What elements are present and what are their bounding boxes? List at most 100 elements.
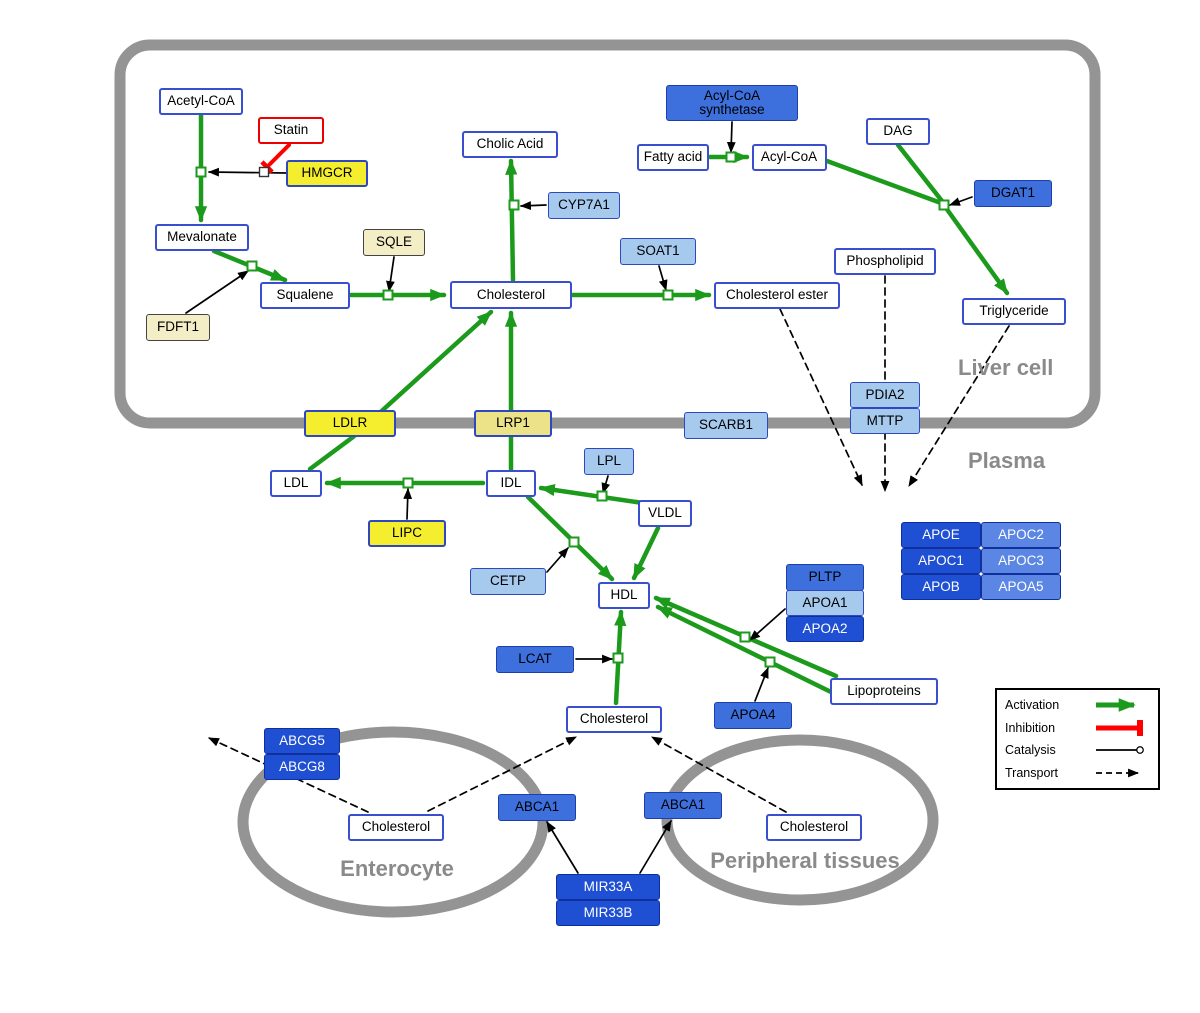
node-soat1[interactable]: SOAT1 (620, 237, 696, 265)
edge-vldl-to-hdl (631, 525, 661, 581)
edge-soat1-catalysis (658, 265, 668, 292)
reaction-node (739, 631, 751, 643)
legend-row-transport: Transport (1005, 765, 1150, 781)
node-lcat[interactable]: LCAT (496, 645, 574, 673)
reaction-node (382, 289, 394, 301)
edge-cholesterolester-to-plasma (779, 308, 863, 487)
reaction-node (195, 166, 207, 178)
reaction-node (612, 652, 624, 664)
legend-activation-label: Activation (1005, 698, 1060, 713)
edge-mir33-to-abca1-left (546, 821, 579, 874)
enterocyte-label: Enterocyte (340, 856, 454, 881)
reaction-node (938, 199, 950, 211)
node-phospholipid[interactable]: Phospholipid (834, 247, 936, 275)
node-apoc2[interactable]: APOC2 (981, 522, 1061, 548)
edge-lpl-catalysis (601, 475, 611, 495)
plasma-label: Plasma (968, 448, 1046, 473)
edge-mir33-to-abca1-right (639, 820, 672, 874)
node-acetyl-coa[interactable]: Acetyl-CoA (159, 87, 243, 115)
node-squalene[interactable]: Squalene (260, 281, 350, 309)
node-apoa1[interactable]: APOA1 (786, 590, 864, 616)
activation-arrow-icon (1096, 698, 1136, 713)
node-lipc[interactable]: LIPC (368, 519, 446, 547)
reaction-node (402, 477, 414, 489)
reaction-node (596, 490, 608, 502)
node-dgat1[interactable]: DGAT1 (974, 179, 1052, 207)
node-cetp[interactable]: CETP (470, 567, 546, 595)
node-dag[interactable]: DAG (866, 117, 930, 145)
edge-hmgcr-catalysis (207, 167, 287, 177)
node-abcg8[interactable]: ABCG8 (264, 754, 340, 780)
node-apoa4[interactable]: APOA4 (714, 701, 792, 729)
node-lpl[interactable]: LPL (584, 447, 634, 475)
node-cholic-acid[interactable]: Cholic Acid (462, 130, 558, 158)
node-pdia2[interactable]: PDIA2 (850, 382, 920, 408)
edge-cetp-catalysis (546, 547, 569, 573)
edge-apoa4-catalysis (754, 666, 769, 702)
node-fdft1[interactable]: FDFT1 (146, 313, 210, 341)
node-mttp[interactable]: MTTP (850, 408, 920, 434)
node-cholesterol-plasma[interactable]: Cholesterol (566, 705, 662, 733)
edge-acylcoa-to-dgat-node (824, 158, 944, 206)
node-apoe[interactable]: APOE (901, 522, 981, 548)
inhibition-bar-icon (1096, 719, 1143, 736)
edge-acylcoa-synthetase-catalysis (726, 121, 736, 154)
node-pltp[interactable]: PLTP (786, 563, 864, 591)
edge-peripheral-to-plasma-abca1 (651, 736, 787, 813)
edge-apoa-group-catalysis (749, 608, 786, 641)
reaction-node (568, 536, 580, 548)
node-statin[interactable]: Statin (258, 116, 324, 144)
node-apoa5[interactable]: APOA5 (981, 574, 1061, 600)
node-lrp1[interactable]: LRP1 (474, 409, 552, 437)
reaction-node (246, 260, 258, 272)
node-cholesterol-enterocyte[interactable]: Cholesterol (348, 813, 444, 841)
node-idl[interactable]: IDL (486, 469, 536, 497)
node-mevalonate[interactable]: Mevalonate (155, 223, 249, 251)
edge-cyp7a1-catalysis (519, 201, 547, 211)
node-cholesterol-peripheral[interactable]: Cholesterol (766, 813, 862, 841)
edge-dgat-node-to-triglyceride (943, 205, 1010, 296)
node-apoa2[interactable]: APOA2 (786, 616, 864, 642)
edge-dgat1-catalysis (948, 196, 973, 206)
node-cholesterol-ester[interactable]: Cholesterol ester (714, 281, 840, 309)
node-abca1-left[interactable]: ABCA1 (498, 793, 576, 821)
node-fatty-acid[interactable]: Fatty acid (637, 143, 709, 171)
edge-ldl-via-ldlr-to-cholesterol (307, 309, 494, 472)
node-abcg5[interactable]: ABCG5 (264, 728, 340, 754)
reaction-node (764, 656, 776, 668)
edge-sqle-catalysis (386, 256, 395, 293)
node-apoc3[interactable]: APOC3 (981, 548, 1061, 574)
edge-triglyceride-to-plasma (908, 325, 1010, 487)
node-vldl[interactable]: VLDL (638, 499, 692, 527)
legend-row-inhibition: Inhibition (1005, 719, 1150, 736)
edge-lipoproteins-to-hdl-2 (655, 604, 834, 695)
node-lipoproteins[interactable]: Lipoproteins (830, 677, 938, 705)
reaction-node (508, 199, 520, 211)
node-triglyceride[interactable]: Triglyceride (962, 297, 1066, 325)
node-ldlr[interactable]: LDLR (304, 409, 396, 437)
node-cholesterol-liver[interactable]: Cholesterol (450, 281, 572, 309)
node-apoc1[interactable]: APOC1 (901, 548, 981, 574)
node-hmgcr[interactable]: HMGCR (286, 159, 368, 187)
node-hdl[interactable]: HDL (598, 581, 650, 609)
node-mir33a[interactable]: MIR33A (556, 874, 660, 900)
node-mir33b[interactable]: MIR33B (556, 900, 660, 926)
node-apob[interactable]: APOB (901, 574, 981, 600)
node-abca1-right[interactable]: ABCA1 (644, 791, 722, 819)
node-cyp7a1[interactable]: CYP7A1 (548, 191, 620, 219)
node-ldl[interactable]: LDL (270, 469, 322, 497)
node-scarb1[interactable]: SCARB1 (684, 411, 768, 439)
legend: Activation Inhibition Catalysis Transpor… (995, 688, 1160, 790)
reaction-node (258, 166, 270, 178)
edge-vldl-to-idl (538, 483, 646, 506)
edge-cholesterol-to-cholicacid (505, 158, 518, 283)
node-acyl-coa[interactable]: Acyl-CoA (751, 143, 827, 171)
edge-statin-inhibits-hmgcr (260, 143, 291, 174)
node-sqle[interactable]: SQLE (363, 228, 425, 256)
legend-row-catalysis: Catalysis (1005, 742, 1150, 758)
reaction-node (662, 289, 674, 301)
